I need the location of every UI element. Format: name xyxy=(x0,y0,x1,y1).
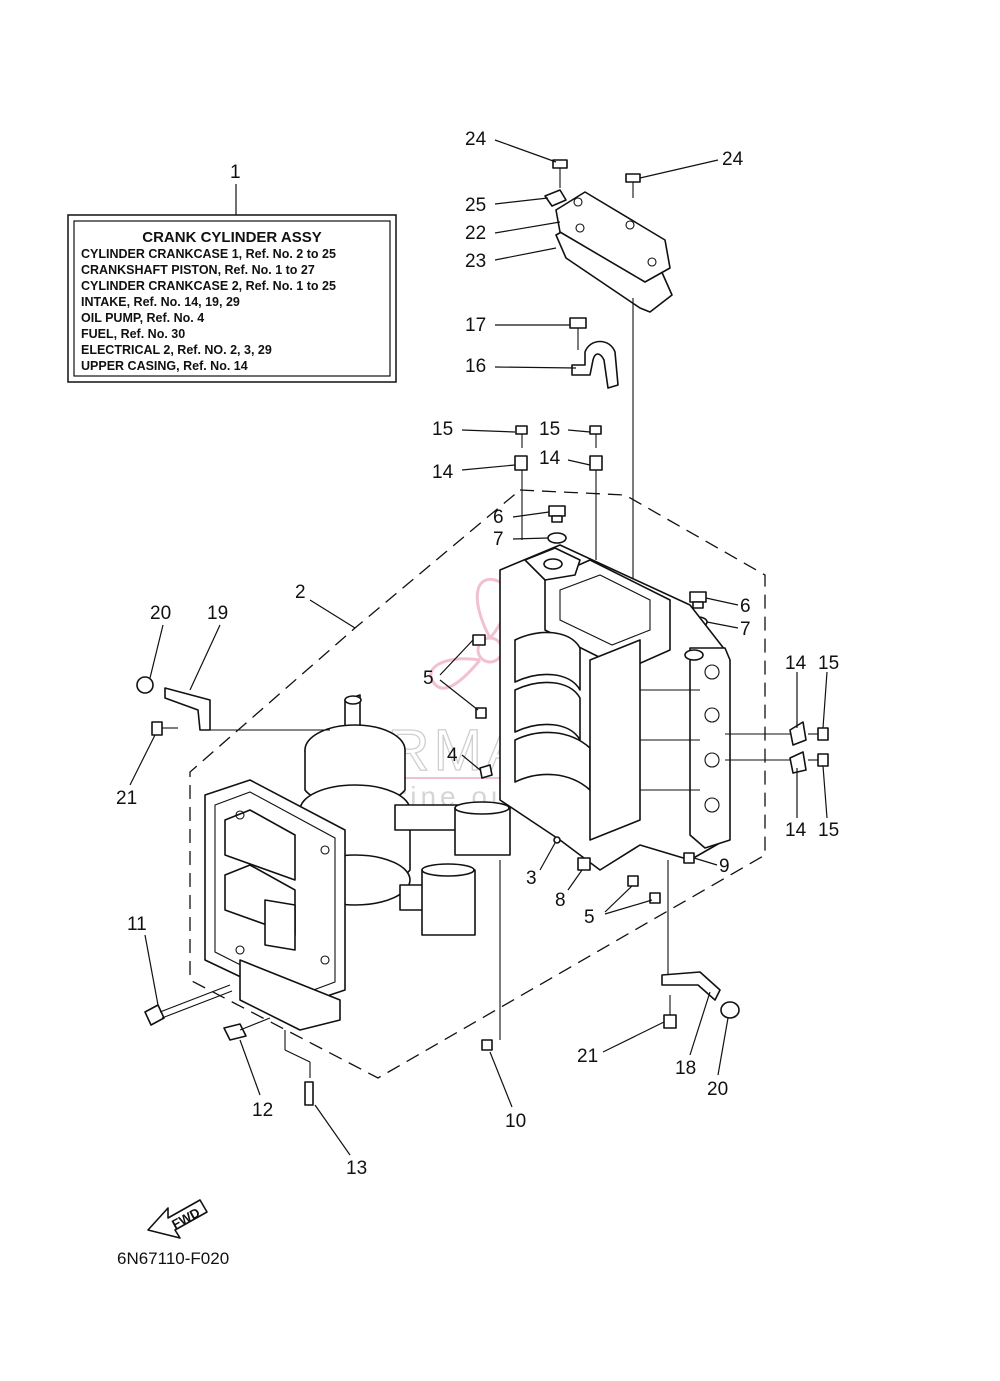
plug-6-right xyxy=(689,591,707,609)
callout-25: 25 xyxy=(465,195,486,216)
fwd-arrow-icon: FWD xyxy=(147,1199,208,1239)
callout-10: 10 xyxy=(505,1111,526,1132)
legend-line-6: FUEL, Ref. No. 30 xyxy=(81,327,185,341)
plug-9 xyxy=(683,852,695,864)
bracket-16 xyxy=(571,340,619,389)
callout-6b: 6 xyxy=(740,596,751,617)
cover-assembly xyxy=(544,159,673,580)
piston-upper xyxy=(454,801,511,856)
callout-24b: 24 xyxy=(722,149,744,170)
bolt-24a xyxy=(552,159,568,188)
callout-20a: 20 xyxy=(150,603,171,624)
callout-17: 17 xyxy=(465,315,486,336)
callout-5b: 5 xyxy=(584,907,595,928)
cylinder-block xyxy=(499,544,731,871)
callout-19: 19 xyxy=(207,603,228,624)
legend-line-3: CYLINDER CRANKCASE 2, Ref. No. 1 to 25 xyxy=(81,279,336,293)
leader-lines xyxy=(129,139,828,1156)
bolt-11 xyxy=(144,984,233,1026)
dowel-8 xyxy=(577,857,591,871)
seal-20-left xyxy=(136,676,154,694)
callout-14b: 14 xyxy=(539,448,561,469)
bolt-15-right-lower xyxy=(808,753,829,767)
callout-23: 23 xyxy=(465,251,486,272)
stud-13 xyxy=(304,1081,314,1106)
legend-outer-frame xyxy=(67,214,397,383)
callout-4: 4 xyxy=(447,745,458,766)
callout-22: 22 xyxy=(465,223,486,244)
bolt-21-left xyxy=(151,721,178,736)
seal-20-right xyxy=(720,1001,740,1019)
callout-6a: 6 xyxy=(493,507,504,528)
clip-14-top-right xyxy=(589,455,603,471)
legend-line-4: INTAKE, Ref. No. 14, 19, 29 xyxy=(81,295,240,309)
washer-7-top xyxy=(547,532,567,544)
fittings-5-lower xyxy=(627,875,661,904)
callout-24a: 24 xyxy=(465,129,487,150)
callout-3: 3 xyxy=(526,868,537,889)
bolt-15-top-right xyxy=(589,425,602,448)
bolt-15-right-upper xyxy=(808,727,829,741)
hose-fitting-18 xyxy=(661,971,721,1001)
legend-line-5: OIL PUMP, Ref. No. 4 xyxy=(81,311,204,325)
drawing-code: 6N67110-F020 xyxy=(117,1249,229,1268)
legend-box: 1 CRANK CYLINDER ASSY CYLINDER CRANKCASE… xyxy=(67,162,397,383)
callouts: 24 24 25 22 23 17 16 15 15 14 14 6 7 6 7… xyxy=(116,129,839,1179)
callout-15c: 15 xyxy=(818,653,839,674)
callout-15a: 15 xyxy=(432,419,453,440)
legend-line-1: CYLINDER CRANKCASE 1, Ref. No. 2 to 25 xyxy=(81,247,336,261)
bolt-24b xyxy=(625,173,641,198)
callout-7a: 7 xyxy=(493,529,504,550)
bolt-21-right xyxy=(663,995,677,1029)
callout-20b: 20 xyxy=(707,1079,728,1100)
callout-14a: 14 xyxy=(432,462,454,483)
clip-14-right-lower xyxy=(789,751,807,774)
legend-line-7: ELECTRICAL 2, Ref. NO. 2, 3, 29 xyxy=(81,343,272,357)
callout-11: 11 xyxy=(127,914,147,935)
piston-lower xyxy=(421,863,476,936)
callout-1: 1 xyxy=(230,162,241,183)
clip-14-right-upper xyxy=(789,721,807,746)
cover-22 xyxy=(555,191,671,283)
plug-6-top xyxy=(548,505,566,523)
bolt-17 xyxy=(569,317,587,350)
plug-12 xyxy=(223,1017,271,1041)
callout-21b: 21 xyxy=(577,1046,598,1067)
fwd-label: FWD xyxy=(169,1205,202,1232)
bolt-15-top-left xyxy=(515,425,528,448)
fitting-25 xyxy=(544,189,567,207)
legend-line-8: UPPER CASING, Ref. No. 14 xyxy=(81,359,248,373)
callout-9: 9 xyxy=(719,856,730,877)
clip-14-top-left xyxy=(514,455,528,471)
callout-8: 8 xyxy=(555,890,566,911)
callout-14c: 14 xyxy=(785,653,807,674)
callout-14d: 14 xyxy=(785,820,807,841)
callout-15b: 15 xyxy=(539,419,560,440)
legend-title: CRANK CYLINDER ASSY xyxy=(142,229,321,246)
pin-3 xyxy=(553,836,561,844)
callout-2: 2 xyxy=(295,582,306,603)
callout-21a: 21 xyxy=(116,788,137,809)
callout-12: 12 xyxy=(252,1100,273,1121)
callout-18: 18 xyxy=(675,1058,696,1079)
callout-15d: 15 xyxy=(818,820,839,841)
fittings-5-upper xyxy=(472,634,487,719)
callout-13: 13 xyxy=(346,1158,367,1179)
oil-fitting-4 xyxy=(479,764,493,779)
callout-7b: 7 xyxy=(740,619,751,640)
callout-16: 16 xyxy=(465,356,486,377)
legend-inner-frame xyxy=(73,220,391,377)
dowel-10 xyxy=(481,1039,493,1051)
crankcase-half xyxy=(204,779,346,1031)
callout-5a: 5 xyxy=(423,668,434,689)
legend-line-2: CRANKSHAFT PISTON, Ref. No. 1 to 27 xyxy=(81,263,315,277)
hose-fitting-19 xyxy=(164,687,211,731)
assembly-boundary xyxy=(189,489,766,1079)
